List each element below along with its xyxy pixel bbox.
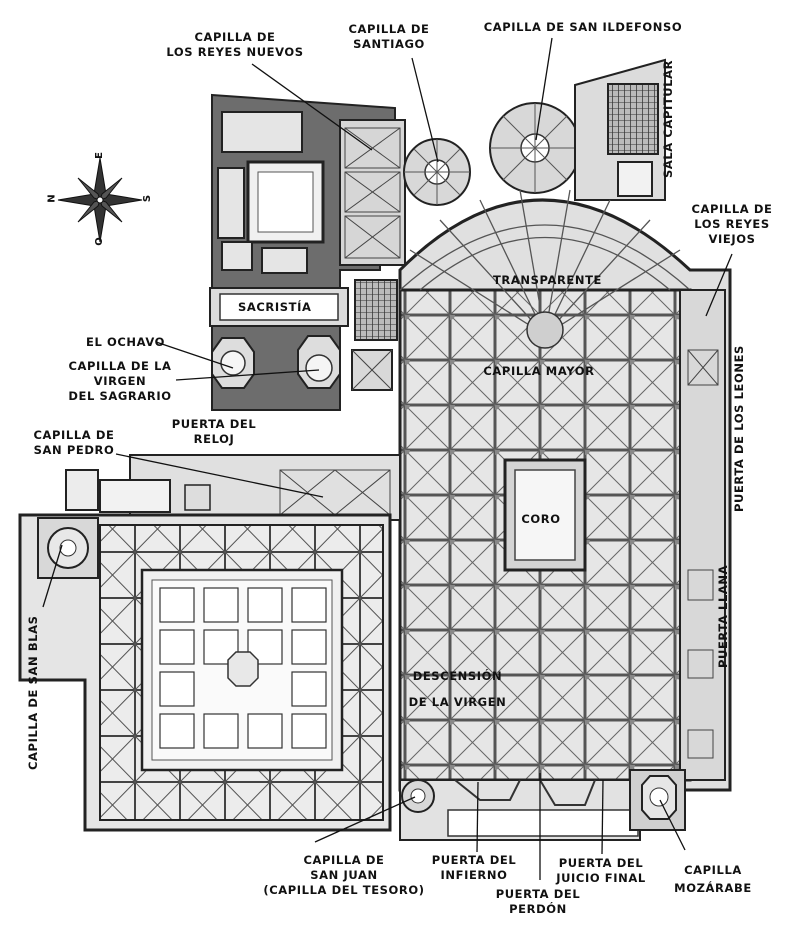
label-el-ochavo: EL OCHAVO bbox=[86, 335, 166, 349]
label-puerta-llana: PUERTA LLANA bbox=[716, 564, 730, 668]
compass-o-label: O bbox=[93, 237, 105, 246]
label-transparente: TRANSPARENTE bbox=[492, 273, 602, 287]
label-coro: CORO bbox=[521, 512, 561, 526]
label-capilla-san-blas: CAPILLA DE SAN BLAS bbox=[26, 615, 40, 771]
label-capilla-mayor: CAPILLA MAYOR bbox=[483, 364, 595, 378]
leader-lines bbox=[42, 37, 733, 880]
label-puerta-leones: PUERTA DE LOS LEONES bbox=[732, 345, 746, 512]
compass-n-label: N bbox=[46, 194, 58, 203]
label-capilla-san-ildefonso: CAPILLA DE SAN ILDEFONSO bbox=[483, 20, 683, 34]
compass-s-label: S bbox=[142, 194, 154, 203]
label-sala-capitular: SALA CAPITULAR bbox=[661, 59, 675, 178]
compass-rose bbox=[57, 157, 143, 243]
compass-e-label: E bbox=[93, 152, 105, 159]
label-sacristia: SACRISTÍA bbox=[234, 299, 316, 315]
